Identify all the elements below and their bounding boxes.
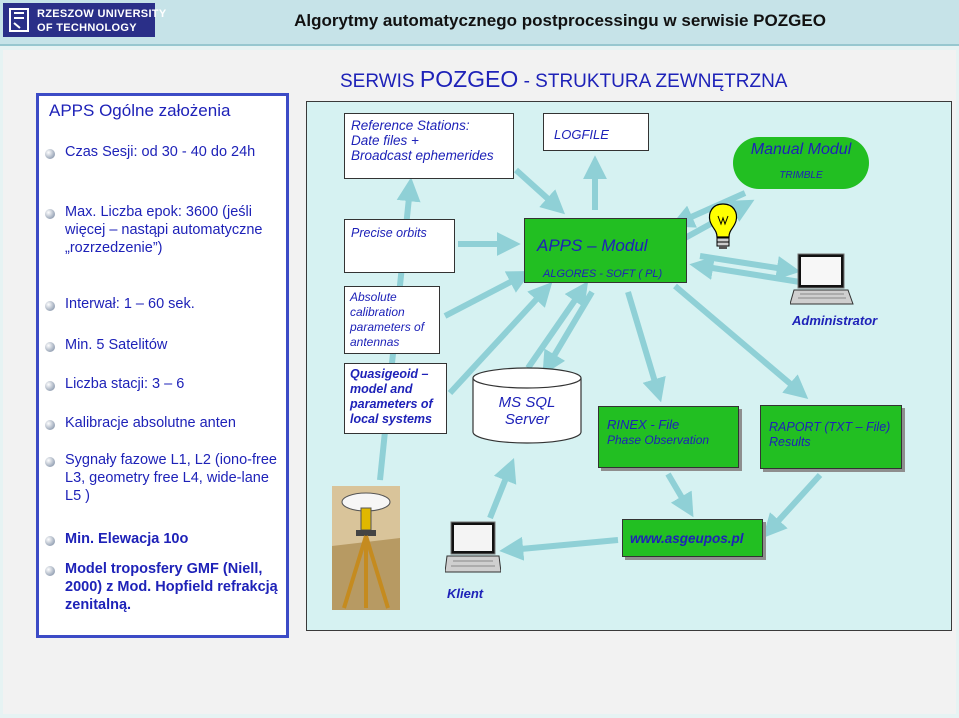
- website-link[interactable]: www.asgeupos.pl: [622, 519, 763, 557]
- arrow-quasi-to-apps: [447, 282, 553, 396]
- gnss-receiver-icon: [332, 486, 400, 610]
- lightbulb-icon: [708, 203, 738, 249]
- ref-line3: Broadcast ephemerides: [351, 148, 494, 163]
- ref-line2: Date files +: [351, 133, 419, 148]
- manual-modul-sublabel: TRIMBLE: [779, 170, 823, 181]
- precise-orbits-box: Precise orbits: [344, 219, 455, 273]
- db-line2: Server: [504, 411, 550, 428]
- apps-modul-sublabel: ALGORES - SOFT ( PL): [543, 268, 663, 280]
- arrow-www-to-klient: [499, 536, 619, 561]
- apps-modul-label: APPS – Modul: [537, 236, 648, 255]
- diagram-title-pozgeo: POZGEO: [419, 66, 519, 92]
- logfile-box: LOGFILE: [543, 113, 649, 151]
- assumption-item: Model troposfery GMF (Niell, 2000) z Mod…: [65, 561, 278, 613]
- arrow-apps-to-admin: [699, 253, 801, 280]
- arrow-apps-to-raport: [673, 283, 809, 399]
- administrator-label: Administrator: [792, 313, 878, 328]
- bullet-icon: [45, 536, 55, 546]
- assumption-item: Min. 5 Satelitów: [65, 337, 168, 353]
- absolute-calibration-box: Absolute calibration parameters of anten…: [344, 286, 440, 354]
- assumption-item: Kalibracje absolutne anten: [65, 415, 236, 431]
- logo-mark-icon: [9, 8, 29, 32]
- assumption-item: Liczba stacji: 3 – 6: [65, 376, 185, 392]
- db-line1: MS SQL: [498, 394, 556, 411]
- assumption-item: Interwał: 1 – 60 sek.: [65, 296, 195, 312]
- arrow-ref-to-apps: [513, 167, 566, 215]
- diagram-title: SERWIS POZGEO - STRUKTURA ZEWNĘTRZNA: [340, 66, 787, 93]
- bullet-icon: [45, 420, 55, 430]
- arrow-raport-to-www: [762, 472, 823, 538]
- bullet-icon: [45, 381, 55, 391]
- university-logo: RZESZOW UNIVERSITY OF TECHNOLOGY: [3, 3, 166, 37]
- diagram-title-pre: SERWIS: [340, 71, 420, 92]
- assumptions-title: APPS Ogólne założenia: [49, 101, 231, 120]
- database-icon: [472, 367, 582, 444]
- slide-title: Algorytmy automatycznego postprocessingu…: [294, 11, 826, 30]
- assumption-item: Czas Sesji: od 30 - 40 do 24h: [65, 144, 256, 160]
- raport-line2: Results: [769, 435, 811, 449]
- quasigeoid-box: Quasigeoid – model and parameters of loc…: [344, 363, 447, 434]
- reference-stations-box: Reference Stations: Date files + Broadca…: [344, 113, 514, 179]
- rinex-file-box: RINEX - File Phase Observation: [598, 406, 739, 468]
- rinex-line1: RINEX - File: [607, 417, 680, 432]
- assumptions-panel: APPS Ogólne założenia Czas Sesji: od 30 …: [36, 93, 289, 638]
- arrow-klient-to-db: [487, 457, 517, 520]
- admin-laptop-icon: [790, 253, 854, 305]
- apps-modul-box: APPS – Modul ALGORES - SOFT ( PL): [524, 218, 687, 283]
- manual-modul-box: Manual Modul TRIMBLE: [733, 137, 869, 189]
- database-label: MS SQL Server: [471, 394, 583, 428]
- header-bar: [0, 0, 959, 46]
- raport-box: RAPORT (TXT – File) Results: [760, 405, 902, 469]
- arrow-apps-to-db: [542, 290, 595, 376]
- bullet-icon: [45, 301, 55, 311]
- manual-modul-label: Manual Modul: [750, 141, 852, 158]
- rinex-line2: Phase Observation: [607, 433, 710, 447]
- logo-text-line2: OF TECHNOLOGY: [37, 22, 137, 34]
- bullet-icon: [45, 457, 55, 467]
- assumption-item: Min. Elewacja 10o: [65, 531, 189, 547]
- assumption-item: Max. Liczba epok: 3600 (jeśli więcej – n…: [65, 204, 263, 256]
- klient-label: Klient: [447, 586, 484, 601]
- raport-line1: RAPORT (TXT – File): [769, 420, 891, 434]
- arrow-abs-to-apps: [443, 271, 532, 319]
- client-laptop-icon: [445, 521, 501, 573]
- diagram-title-post: - STRUKTURA ZEWNĘTRZNA: [518, 71, 788, 92]
- assumption-item: Sygnały fazowe L1, L2 (iono-free L3, geo…: [65, 452, 277, 504]
- arrow-db-to-apps: [525, 281, 589, 370]
- bullet-icon: [45, 566, 55, 576]
- bullet-icon: [45, 149, 55, 159]
- bullet-icon: [45, 209, 55, 219]
- arrow-rinex-to-www: [665, 472, 694, 518]
- arrow-apps-to-rinex: [625, 291, 666, 403]
- bullet-icon: [45, 342, 55, 352]
- ref-line1: Reference Stations:: [351, 118, 470, 133]
- logo-text-line1: RZESZOW UNIVERSITY: [37, 8, 167, 20]
